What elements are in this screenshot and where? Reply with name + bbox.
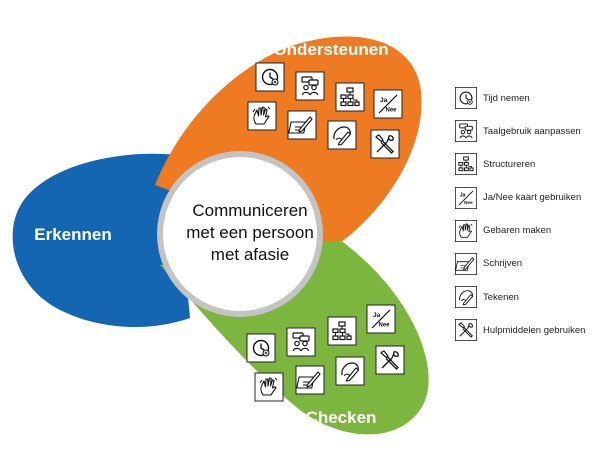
legend-label: Tekenen [483, 291, 519, 303]
structure-icon [455, 153, 477, 176]
legend-item: Hulpmiddelen gebruiken [455, 318, 602, 342]
structure-icon [335, 82, 365, 112]
legend-item: Schrijven [455, 252, 602, 276]
svg-text:Nee: Nee [464, 199, 473, 204]
legend-item: Tekenen [455, 285, 602, 309]
writing-icon [287, 110, 317, 140]
center-line-2: met een persoon [186, 223, 314, 242]
gesture-hands-icon [254, 372, 284, 402]
writing-icon [455, 252, 477, 275]
tools-icon [370, 129, 400, 159]
drawing-icon [335, 356, 365, 386]
svg-text:Ja: Ja [373, 312, 381, 319]
legend-item: Taalgebruik aanpassen [455, 119, 602, 143]
legend-label: Ja/Nee kaart gebruiken [483, 192, 582, 204]
petal-erkennen [12, 153, 190, 328]
petal-title-checken: Checken [306, 408, 377, 427]
svg-text:Ja: Ja [460, 192, 466, 198]
clock-icon [455, 87, 477, 109]
speech-people-icon [455, 120, 477, 143]
legend-label: Gebaren maken [483, 225, 552, 237]
center-circle [163, 157, 317, 311]
legend-label: Hulpmiddelen gebruiken [483, 324, 586, 336]
tools-icon [375, 345, 405, 375]
svg-text:Nee: Nee [379, 323, 391, 329]
center-line-3: met afasie [211, 245, 289, 264]
legend-label: Structureren [483, 158, 536, 170]
clock-icon [255, 62, 285, 92]
tools-icon [455, 319, 477, 342]
legend-label: Tijd nemen [483, 92, 530, 104]
legend-item: Gebaren maken [455, 219, 602, 243]
drawing-icon [455, 286, 477, 309]
legend-label: Schrijven [483, 258, 523, 270]
structure-icon [327, 316, 357, 346]
speech-people-icon [286, 327, 316, 357]
legend-item: Tijd nemen [455, 86, 602, 110]
petal-title-ondersteunen: Ondersteunen [273, 40, 388, 59]
legend-label: Taalgebruik aanpassen [483, 125, 581, 137]
clock-icon [246, 333, 276, 363]
svg-text:Nee: Nee [386, 108, 398, 114]
speech-people-icon [295, 71, 325, 101]
writing-icon [295, 365, 325, 395]
drawing-icon [327, 120, 357, 150]
petal-title-erkennen: Erkennen [34, 225, 111, 244]
gesture-hands-icon [247, 101, 277, 131]
center-line-1: Communiceren [192, 201, 307, 220]
gesture-hands-icon [455, 219, 477, 242]
legend-item: Structureren [455, 152, 602, 176]
svg-text:Ja: Ja [380, 97, 388, 104]
